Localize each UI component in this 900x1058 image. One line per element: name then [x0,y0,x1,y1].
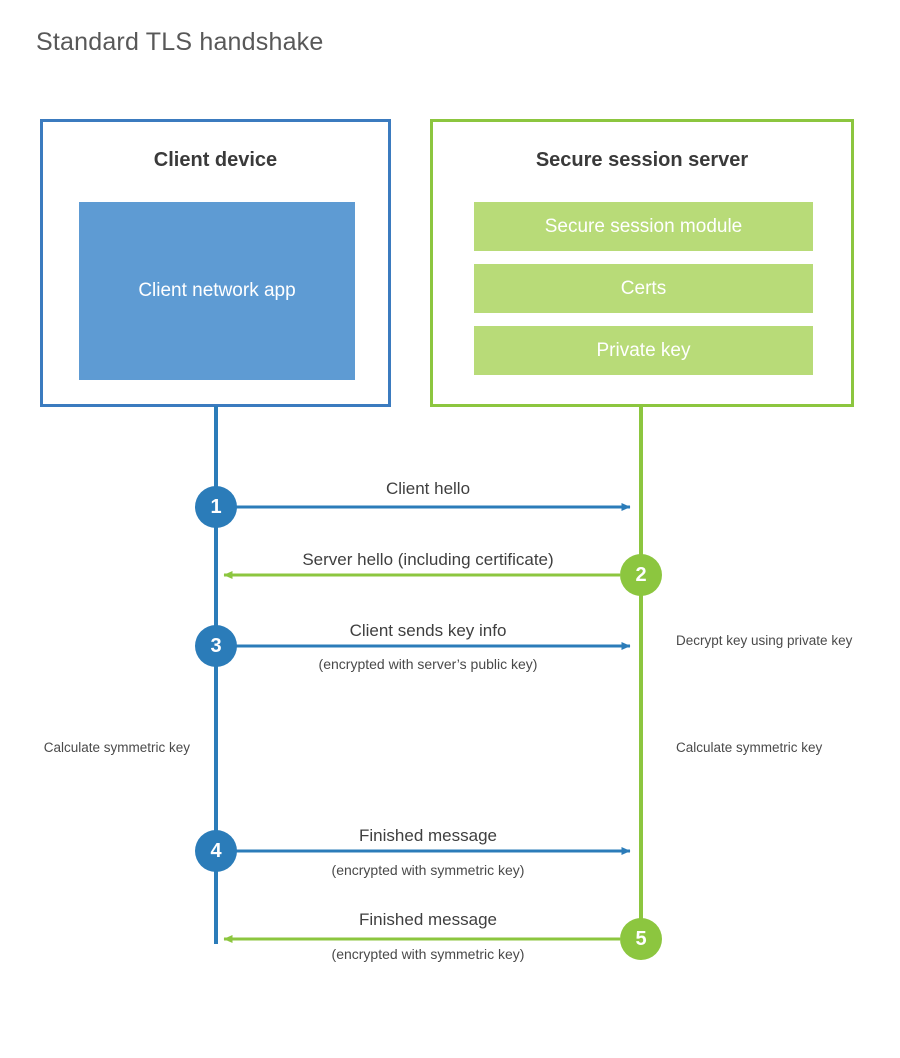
message-label-5: Finished message [359,910,497,929]
client-lifeline [214,406,218,944]
annotation-server-calculate-symmetric-key: Calculate symmetric key [676,740,823,755]
server-lifeline [639,406,643,940]
message-label-3: Client sends key info [349,621,507,640]
secure-session-server-title: Secure session server [535,149,749,171]
secure-session-server-box: Secure session server Secure session mod… [430,119,854,407]
step-badge-3[interactable]: 3 [195,625,237,667]
client-network-app-label: Client network app [138,280,296,302]
certs-label: Certs [620,277,667,299]
step-badge-5[interactable]: 5 [620,918,662,960]
private-key-label: Private key [596,339,691,361]
client-device-title: Client device [153,149,278,171]
private-key-block: Private key [474,326,813,375]
secure-session-module-block: Secure session module [474,202,813,251]
step-badge-2[interactable]: 2 [620,554,662,596]
message-sublabel-3: (encrypted with server’s public key) [318,656,538,672]
client-device-box: Client device Client network app [40,119,391,407]
message-label-4: Finished message [359,826,497,845]
secure-session-module-label: Secure session module [544,215,743,237]
message-label-1: Client hello [385,479,471,498]
step-badge-4[interactable]: 4 [195,830,237,872]
client-network-app-block: Client network app [79,202,355,380]
message-sublabel-5: (encrypted with symmetric key) [331,946,525,962]
annotation-decrypt-key: Decrypt key using private key [676,633,853,648]
annotation-client-calculate-symmetric-key: Calculate symmetric key [43,740,190,755]
message-label-2: Server hello (including certificate) [302,550,554,569]
certs-block: Certs [474,264,813,313]
message-sublabel-4: (encrypted with symmetric key) [331,862,525,878]
page-title: Standard TLS handshake [36,28,324,56]
step-badge-1[interactable]: 1 [195,486,237,528]
